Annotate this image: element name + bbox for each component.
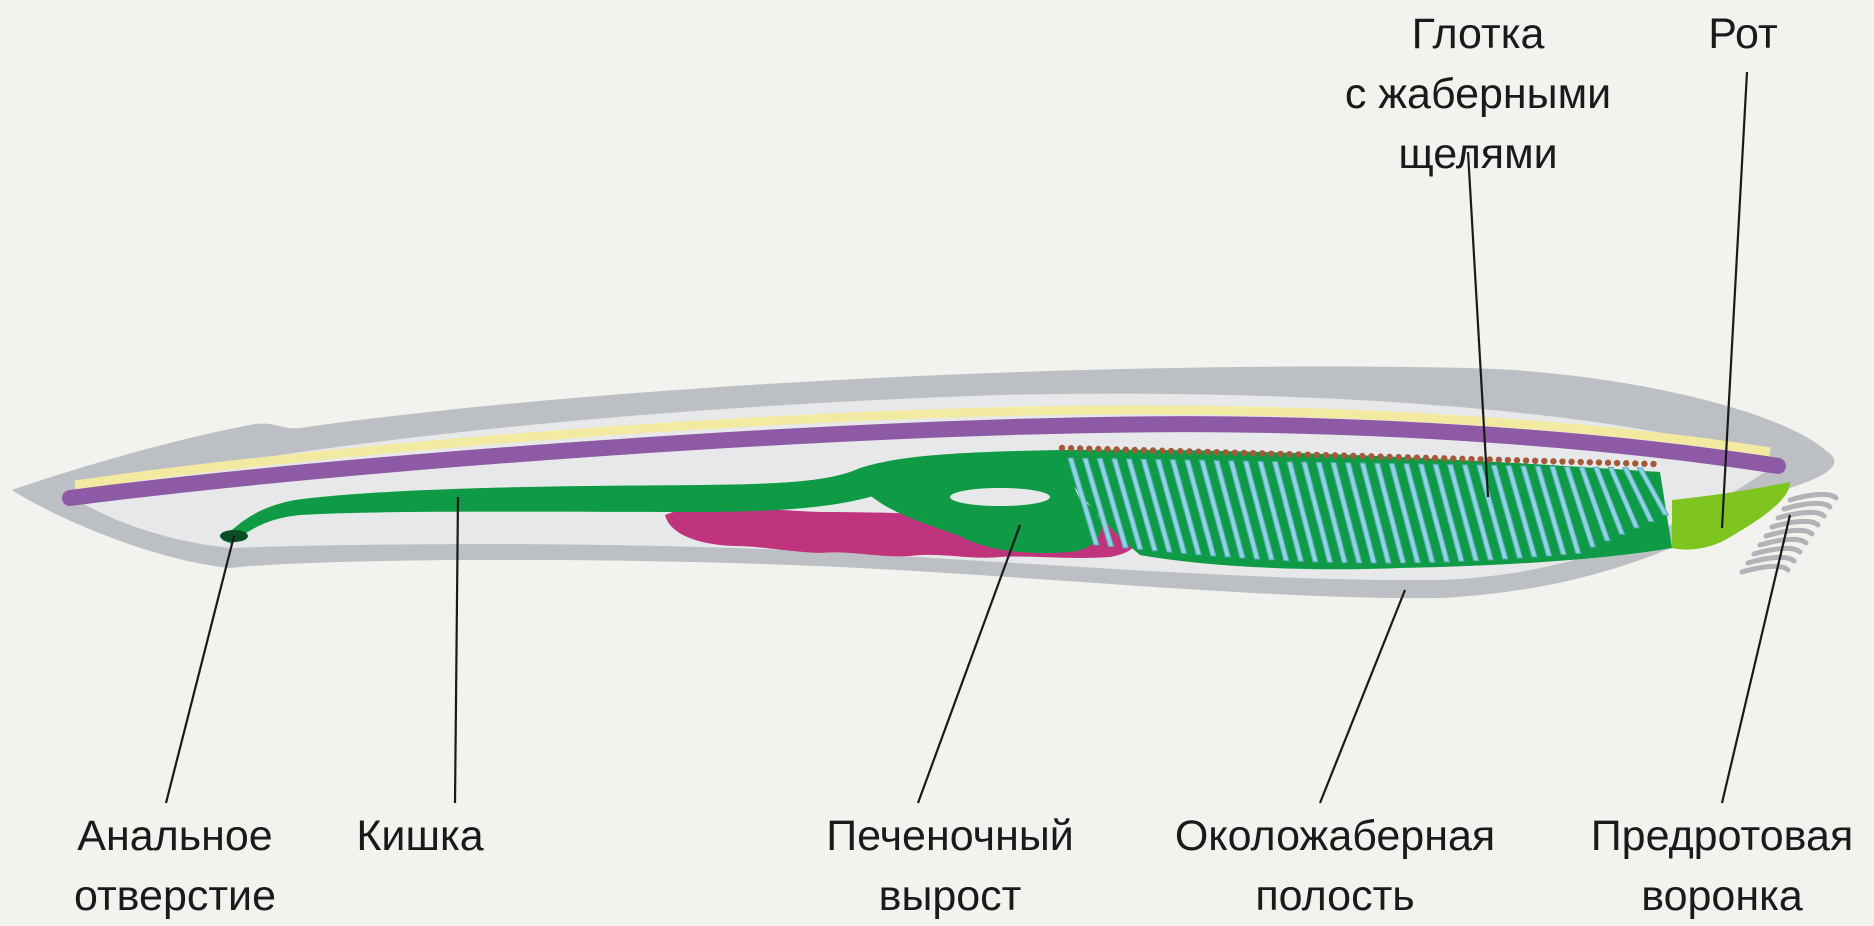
pigment-dot xyxy=(1468,456,1474,462)
pigment-dot xyxy=(1259,450,1265,456)
pigment-dot xyxy=(1168,448,1174,454)
leader-anus xyxy=(166,536,234,803)
cirrus xyxy=(1748,557,1794,563)
pigment-dot xyxy=(1587,459,1593,465)
pigment-dot xyxy=(1559,458,1565,464)
cirrus xyxy=(1766,530,1812,536)
gut-gap xyxy=(950,488,1050,506)
pigment-dot xyxy=(1605,460,1611,466)
label-atrium: Околожаберная полость xyxy=(1175,806,1495,926)
pigment-dot xyxy=(1141,447,1147,453)
pigment-dot xyxy=(1505,457,1511,463)
pigment-dot xyxy=(1550,458,1556,464)
pigment-dot xyxy=(1514,457,1520,463)
pigment-dot xyxy=(1150,447,1156,453)
pigment-dot xyxy=(1132,447,1138,453)
pigment-dot xyxy=(1095,446,1101,452)
pigment-dot xyxy=(1059,445,1065,451)
pigment-dot xyxy=(1104,446,1110,452)
pigment-dot xyxy=(1186,448,1192,454)
pigment-dot xyxy=(1423,455,1429,461)
pigment-dot xyxy=(1568,459,1574,465)
pigment-dot xyxy=(1578,459,1584,465)
cirrus xyxy=(1790,494,1836,500)
cirrus xyxy=(1784,503,1830,509)
cirrus xyxy=(1778,512,1824,518)
pigment-dot xyxy=(1323,452,1329,458)
pigment-dot xyxy=(1623,460,1629,466)
cirrus xyxy=(1754,548,1800,554)
label-liver: Печеночный вырост xyxy=(826,806,1074,926)
pigment-dot xyxy=(1232,449,1238,455)
label-pharynx: Глотка с жаберными щелями xyxy=(1345,4,1611,184)
pigment-dot xyxy=(1650,461,1656,467)
pigment-dot xyxy=(1632,460,1638,466)
leader-atrium xyxy=(1320,590,1405,803)
pigment-dot xyxy=(1641,461,1647,467)
pigment-dot xyxy=(1077,445,1083,451)
pigment-dot xyxy=(1277,451,1283,457)
pigment-dot xyxy=(1123,447,1129,453)
pigment-dot xyxy=(1068,445,1074,451)
pigment-dot xyxy=(1477,456,1483,462)
pigment-dot xyxy=(1341,452,1347,458)
pigment-dot xyxy=(1204,449,1210,455)
pigment-dot xyxy=(1314,452,1320,458)
pigment-dot xyxy=(1286,451,1292,457)
pigment-dot xyxy=(1450,455,1456,461)
pigment-dot xyxy=(1250,450,1256,456)
cirrus xyxy=(1772,521,1818,527)
pigment-dot xyxy=(1532,458,1538,464)
label-intestine: Кишка xyxy=(356,806,483,866)
pigment-dot xyxy=(1523,457,1529,463)
label-mouth: Рот xyxy=(1708,4,1777,64)
pigment-dot xyxy=(1459,456,1465,462)
pigment-dot xyxy=(1177,448,1183,454)
label-oral-hood: Предротовая воронка xyxy=(1591,806,1853,926)
pigment-dot xyxy=(1368,453,1374,459)
label-anus: Анальное отверстие xyxy=(74,806,276,926)
pigment-dot xyxy=(1223,449,1229,455)
pigment-dot xyxy=(1405,454,1411,460)
pigment-dot xyxy=(1268,450,1274,456)
cirrus xyxy=(1742,566,1788,572)
pigment-dot xyxy=(1596,459,1602,465)
pigment-dot xyxy=(1441,455,1447,461)
pigment-dot xyxy=(1377,453,1383,459)
pigment-dot xyxy=(1305,451,1311,457)
pigment-dot xyxy=(1496,457,1502,463)
leader-oral-hood xyxy=(1722,515,1790,803)
pigment-dot xyxy=(1614,460,1620,466)
pigment-dot xyxy=(1295,451,1301,457)
pigment-dot xyxy=(1432,455,1438,461)
pigment-dot xyxy=(1396,454,1402,460)
pigment-dot xyxy=(1359,453,1365,459)
pigment-dot xyxy=(1113,446,1119,452)
pigment-dot xyxy=(1214,449,1220,455)
pigment-dot xyxy=(1241,450,1247,456)
pigment-dot xyxy=(1414,454,1420,460)
pigment-dot xyxy=(1541,458,1547,464)
pigment-dot xyxy=(1350,453,1356,459)
pigment-dot xyxy=(1086,446,1092,452)
pigment-dot xyxy=(1195,448,1201,454)
pigment-dot xyxy=(1487,456,1493,462)
pigment-dot xyxy=(1332,452,1338,458)
pigment-dot xyxy=(1386,454,1392,460)
pigment-dot xyxy=(1159,448,1165,454)
